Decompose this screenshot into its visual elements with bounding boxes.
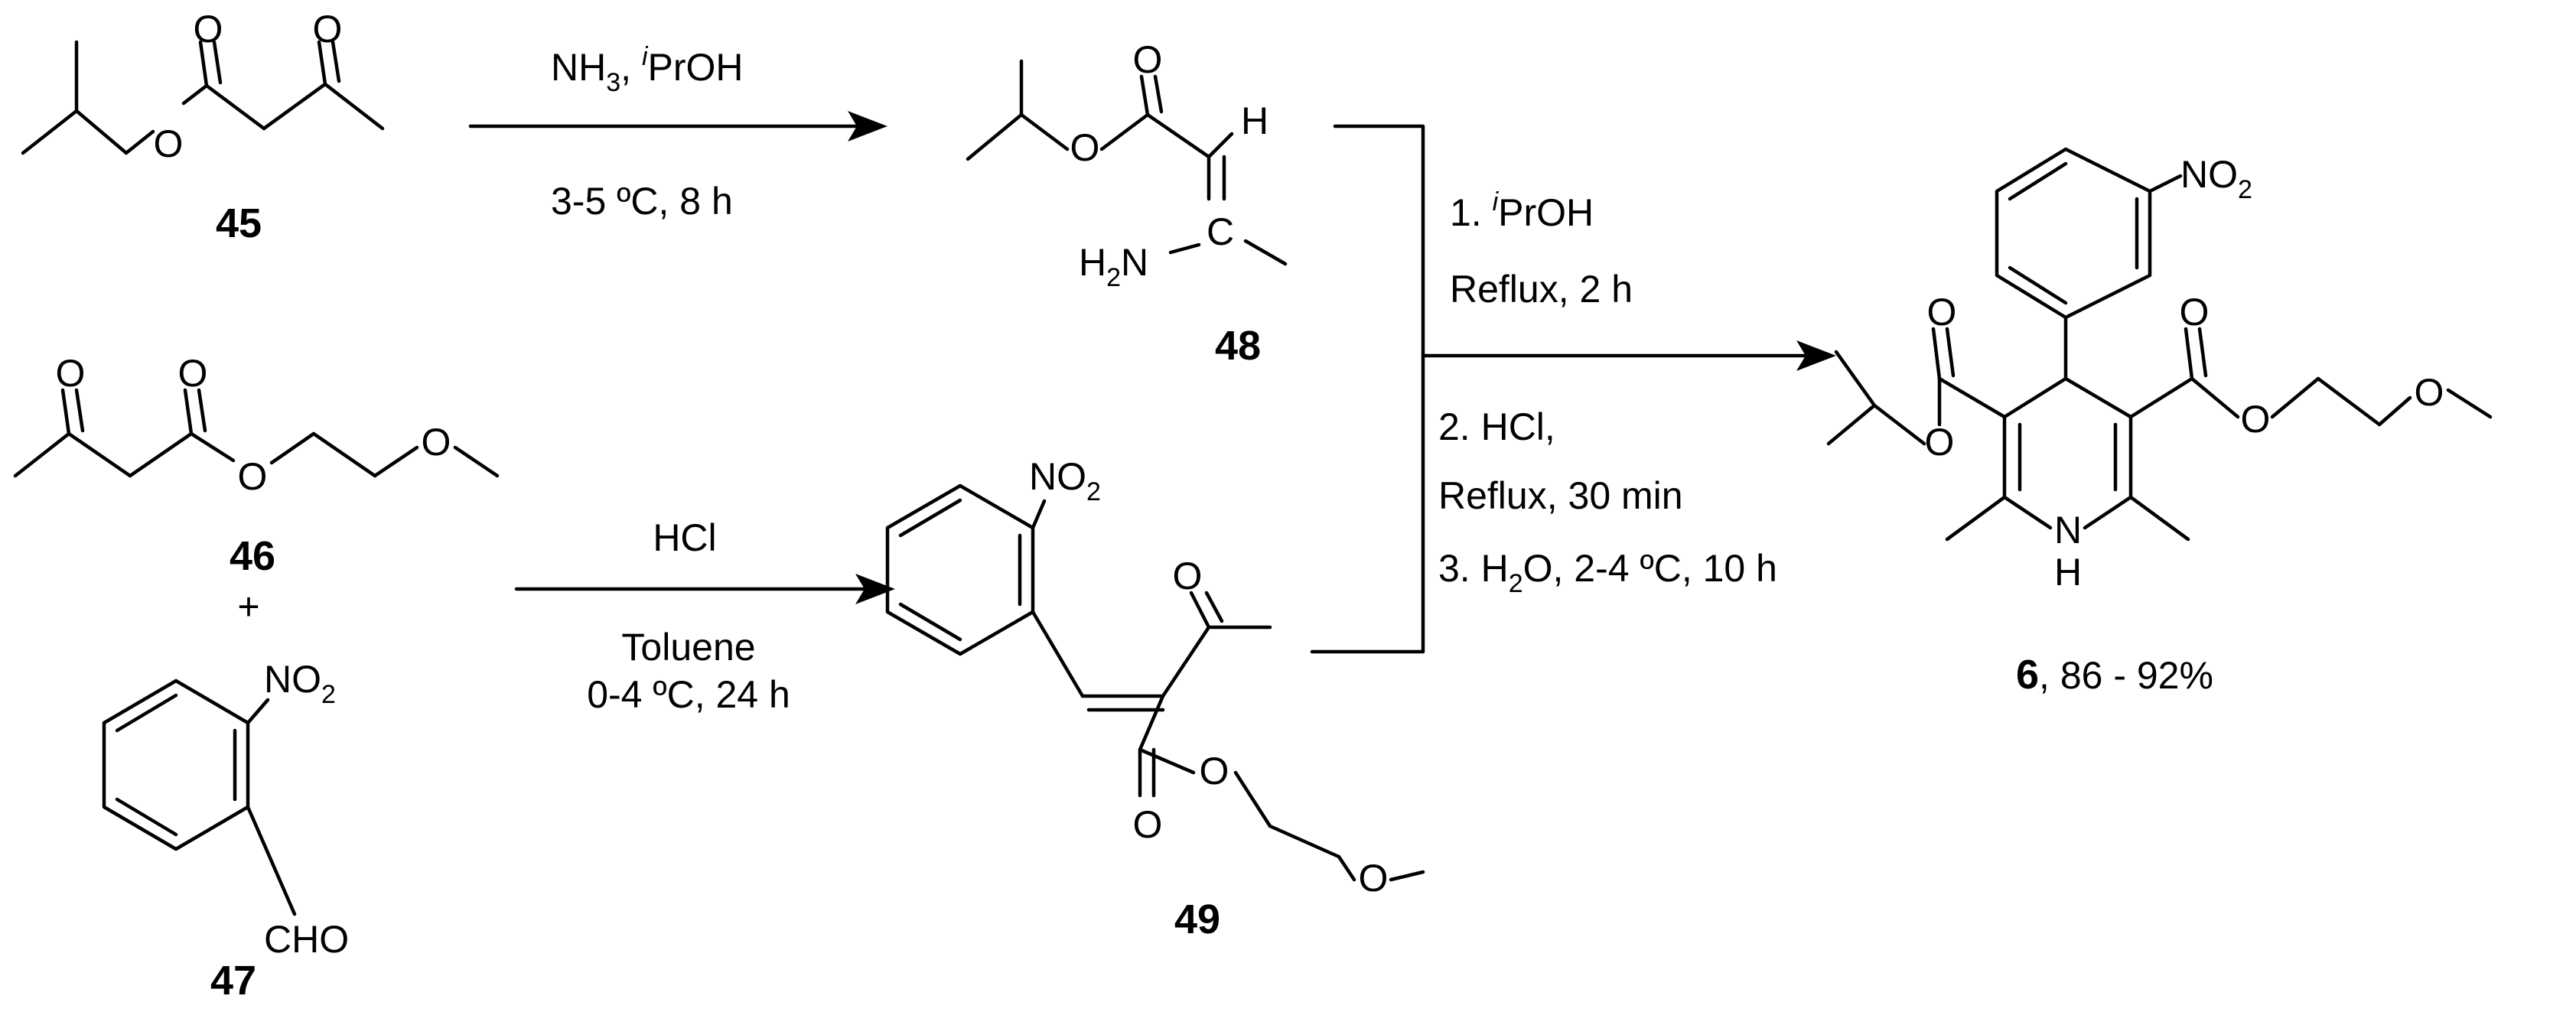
atom-46-ether-o: O [422,421,451,464]
arrow-heads [848,111,1836,604]
reaction3-step1: 1. iPrOH [1450,187,1594,234]
structure-48-bonds [966,59,1288,266]
structure-6-bonds [1826,147,2493,542]
reaction3-step3: 3. H2O, 2-4 ºC, 10 h [1438,547,1777,598]
atom-46-ketone-o: O [56,352,86,395]
atom-6-ring-n: N [2054,509,2082,552]
structure-46-bonds [13,388,500,478]
atom-6-right-ester-o: O [2241,398,2271,441]
atom-48-c: C [1207,210,1234,253]
atom-45-ester-o: O [154,122,184,165]
reaction3-step1-conditions: Reflux, 2 h [1450,268,1633,311]
atom-47-aldehyde: CHO [264,918,349,961]
reaction-arrows [468,124,1808,654]
reaction3-step2: 2. HCl, [1438,405,1555,448]
atom-48-ester-o: O [1070,126,1100,169]
atom-48-vinyl-h: H [1241,99,1268,142]
compound-46-label: 46 [230,533,275,579]
atom-49-ester-o: O [1200,750,1229,792]
atom-47-nitro: NO2 [264,658,336,709]
atom-48-carbonyl-o: O [1133,38,1163,81]
reaction3-step2-conditions: Reflux, 30 min [1438,474,1683,517]
atom-6-right-carbonyl-o: O [2180,291,2210,334]
reaction2-solvent: Toluene [621,626,755,669]
atom-46-ester-o: O [238,455,268,498]
atom-48-amine: H2N [1079,241,1148,292]
structure-47-bonds [102,678,297,916]
compound-45-label: 45 [216,200,262,246]
atom-45-carbonyl-o: O [194,8,223,50]
atom-49-ether-o: O [1359,857,1389,900]
atom-49-nitro: NO2 [1029,455,1101,506]
compound-47-label: 47 [210,958,256,1004]
atom-49-carbonyl-o: O [1133,803,1163,846]
compound-48-label: 48 [1215,323,1261,369]
reaction2-reagent: HCl [653,516,716,559]
structure-45-bonds [21,40,385,155]
compound-49-label: 49 [1174,896,1220,942]
atom-6-ether-o: O [2415,371,2444,414]
reaction1-reagent: NH3, iPrOH [551,42,744,97]
product-6-label: 6, 86 - 92% [2016,652,2213,698]
atom-45-ketone-o: O [313,8,343,50]
atom-6-nitro: NO2 [2180,153,2252,204]
atom-49-ketone-o: O [1173,555,1203,597]
plus-sign: + [237,585,259,628]
reaction2-conditions: 0-4 ºC, 24 h [587,673,790,716]
atom-6-ring-nh: H [2054,551,2082,594]
reaction1-conditions: 3-5 ºC, 8 h [551,180,733,223]
atom-46-carbonyl-o: O [178,352,208,395]
atom-6-left-carbonyl-o: O [1927,291,1957,334]
structure-49-bonds [885,483,1425,882]
atom-6-left-ester-o: O [1925,421,1955,464]
